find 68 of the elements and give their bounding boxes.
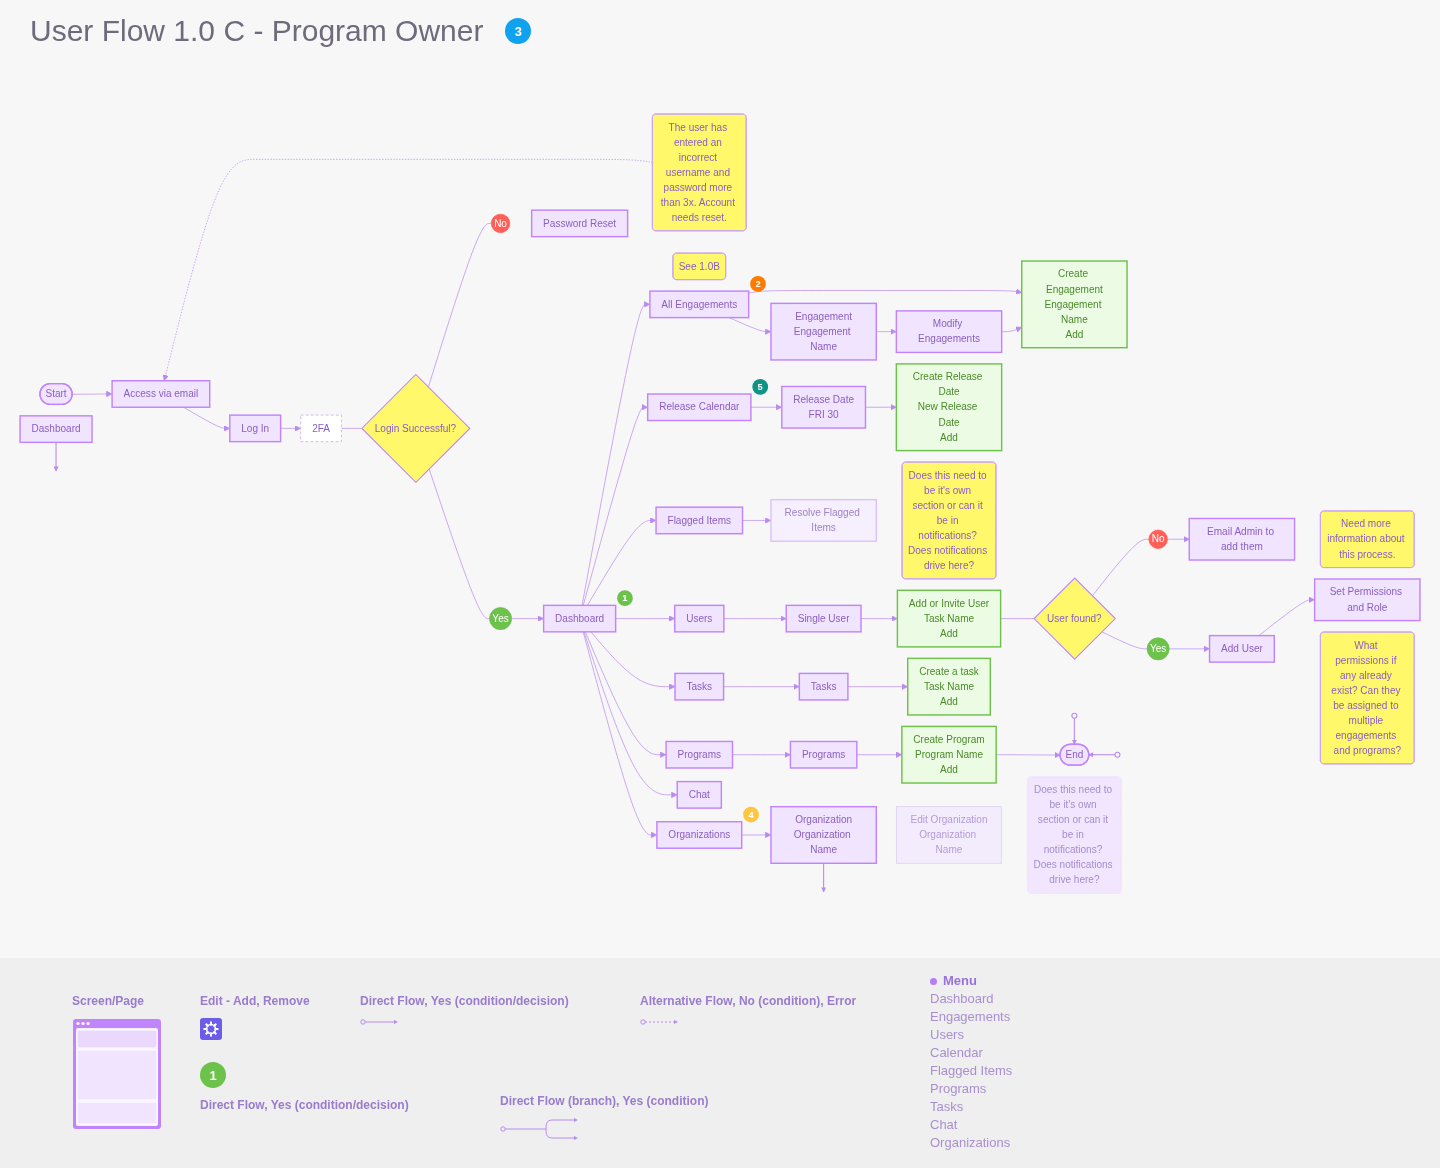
node-box: Engagement Engagement Name [770, 302, 877, 361]
legend-text: Direct Flow, Yes (condition/decision) [200, 1098, 409, 1112]
connector [1000, 618, 1035, 620]
connector [341, 428, 362, 430]
number-badge: 4 [743, 806, 759, 823]
node-box: Resolve Flagged Items [770, 499, 877, 543]
node-circle: No [490, 214, 511, 234]
arrow [821, 863, 827, 893]
menu-item: Engagements [930, 1008, 1011, 1026]
node-diamond: Login Successful? [361, 373, 471, 484]
node-box: Create Release Date New Release Date Add [895, 363, 1003, 452]
node-circle: No [1148, 529, 1168, 550]
node-box: Single User [785, 604, 862, 633]
menu-item: Organizations [930, 1134, 1011, 1152]
node-box: Create Engagement Engagement Name Add [1021, 260, 1128, 349]
node-box: 2FA [300, 415, 342, 443]
node-box: Add User [1208, 635, 1275, 664]
legend-text: Edit - Add, Remove [200, 994, 310, 1008]
menu-item: Programs [930, 1080, 987, 1098]
arrow [53, 442, 59, 472]
menu-item: Users [930, 1026, 964, 1044]
node-box: Flagged Items [655, 506, 744, 535]
node-box: Create a task Task Name Add [907, 657, 991, 716]
node-diamond: User found? [1033, 577, 1117, 661]
node-box: Organizations [656, 821, 743, 850]
node-box: Tasks [674, 673, 725, 701]
node-box: Dashboard [19, 415, 93, 444]
menu-item: Flagged Items [930, 1062, 1013, 1080]
menu-item: Tasks [930, 1098, 964, 1116]
connector [427, 223, 492, 388]
node-box: Set Permissions and Role [1313, 578, 1421, 622]
node-box: Users [674, 604, 725, 633]
node-circle: Yes [489, 607, 512, 631]
connector [1091, 539, 1150, 597]
node-box: Organization Organization Name [770, 806, 877, 865]
node-box: Release Calendar [646, 393, 752, 422]
number-badge: 1 [617, 590, 633, 607]
node-box: Chat [676, 781, 723, 810]
legend-text: Screen/Page [72, 994, 145, 1008]
node-box: Email Admin to add them [1188, 518, 1296, 562]
node-box: Password Reset [530, 209, 629, 238]
menu-item: Chat [930, 1116, 958, 1134]
page-title: User Flow 1.0 C - Program Owner [30, 14, 484, 48]
node-box: Tasks [798, 673, 849, 701]
legend-text: Direct Flow (branch), Yes (condition) [500, 1094, 709, 1108]
node-box: Access via email [111, 380, 211, 409]
node-box: Programs [789, 741, 858, 769]
connector [428, 468, 490, 620]
node-box: Edit Organization Organization Name [896, 806, 1002, 864]
node-box: Release Date FRI 30 [781, 386, 867, 430]
number-badge: 5 [752, 379, 769, 395]
legend-text: Direct Flow, Yes (condition/decision) [360, 994, 569, 1008]
legend-text: Alternative Flow, No (condition), Error [640, 994, 857, 1008]
connector [1101, 631, 1148, 650]
node-box: Dashboard [542, 604, 617, 633]
menu-item: Calendar [930, 1044, 983, 1062]
node-circle: Yes [1146, 637, 1170, 661]
node-box: Modify Engagements [895, 310, 1003, 354]
number-badge: 2 [750, 276, 766, 293]
number-badge: 3 [505, 18, 532, 44]
node-box: Add or Invite User Task Name Add [896, 589, 1002, 648]
menu-heading: Menu [943, 972, 977, 990]
menu-item: Dashboard [930, 990, 994, 1008]
node-box: Create Program Program Name Add [901, 726, 997, 785]
node-box: Programs [665, 741, 734, 769]
node-box: Log In [229, 414, 282, 443]
node-box: All Engagements [649, 290, 750, 319]
number-badge: 1 [200, 1062, 226, 1088]
